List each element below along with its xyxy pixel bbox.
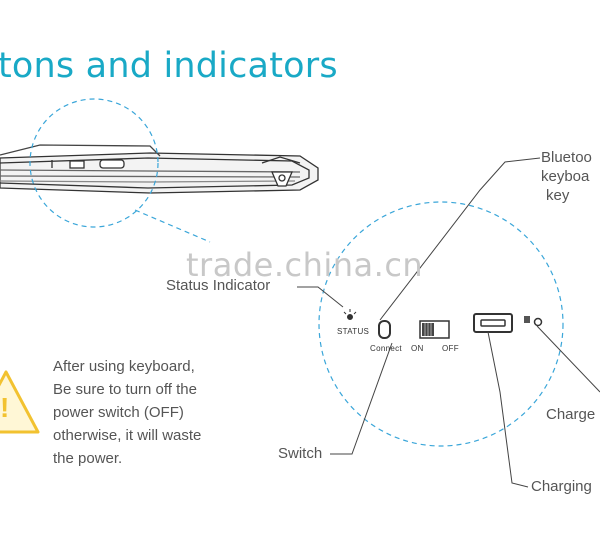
charge-label: Charge (546, 406, 596, 423)
connect-button-icon (378, 320, 391, 339)
power-switch-icon (419, 320, 450, 339)
warning-line: otherwise, it will waste (53, 427, 202, 444)
leader-lines (297, 157, 600, 488)
status-led-icon (343, 309, 357, 320)
on-small-label: ON (411, 344, 424, 353)
warning-line: Be sure to turn off the (53, 381, 197, 398)
zoom-circle-left (29, 98, 159, 228)
usb-port-icon (473, 313, 513, 333)
charging-label: Charging (531, 478, 592, 495)
status-small-label: STATUS (337, 327, 370, 336)
bluetooth-label-line3: key (546, 187, 570, 204)
warning-line: After using keyboard, (53, 358, 195, 375)
warning-line: the power. (53, 450, 123, 467)
bluetooth-label-line1: Bluetoo (541, 149, 592, 166)
page-title: tons and indicators (0, 46, 338, 86)
warning-line: power switch (OFF) (53, 404, 184, 421)
watermark: trade.china.cn (186, 246, 424, 284)
zoom-connector (134, 209, 211, 243)
warning-icon (0, 370, 40, 434)
warning-text: After using keyboard, Be sure to turn of… (53, 355, 243, 470)
zoom-circle-right (318, 201, 564, 447)
off-small-label: OFF (442, 344, 459, 353)
switch-label: Switch (278, 445, 323, 462)
bluetooth-label-line2: keyboa (541, 168, 590, 185)
connect-small-label: Connect (370, 344, 402, 353)
charge-led-ring-icon (533, 317, 543, 327)
keyboard-side-view (0, 144, 319, 194)
status-indicator-label: Status Indicator (166, 277, 271, 294)
warning-exclamation: ! (0, 392, 10, 423)
charge-led-icon (524, 316, 530, 323)
